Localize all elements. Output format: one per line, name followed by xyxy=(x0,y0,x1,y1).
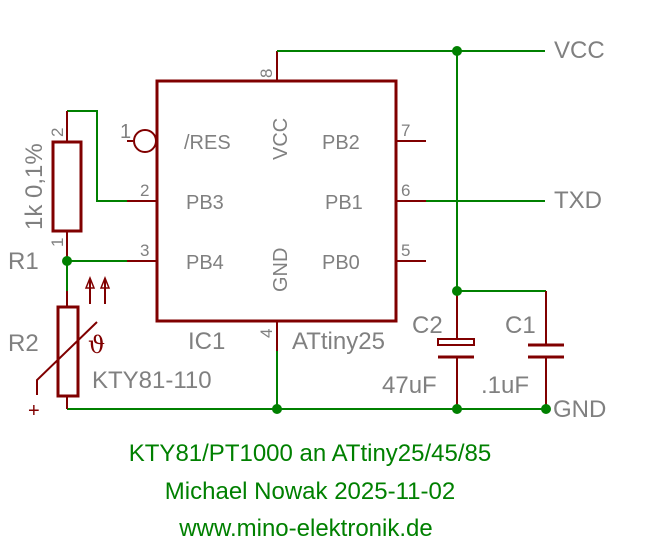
ic1-pin7-number: 7 xyxy=(401,121,410,140)
ic1-pin-name-vcc: VCC xyxy=(270,118,292,160)
footer-website[interactable]: www.mino-elektronik.de xyxy=(178,515,432,542)
r2-polarity-plus: + xyxy=(28,400,40,422)
net-label-vcc: VCC xyxy=(554,37,605,64)
r2-theta-icon: ϑ xyxy=(88,331,105,359)
c1-value: .1uF xyxy=(481,372,529,399)
r2-temperature-arrows-icon xyxy=(84,275,111,304)
junction-r1-r2 xyxy=(62,256,72,266)
ic1-pin-name-res: /RES xyxy=(184,132,231,154)
ic1-pin5-number: 5 xyxy=(401,241,410,260)
r1-value: 1k 0,1% xyxy=(21,143,48,230)
net-label-txd: TXD xyxy=(554,187,602,214)
ic1-pin-name-pb2: PB2 xyxy=(322,132,360,154)
ic1-pin6-number: 6 xyxy=(401,181,410,200)
ic1-pin3-number: 3 xyxy=(140,241,149,260)
ic1-value: ATtiny25 xyxy=(292,328,385,355)
ic1-pin-name-gnd: GND xyxy=(270,248,292,292)
r1-pin1-number: 1 xyxy=(48,238,67,247)
junction-vcc xyxy=(452,46,462,56)
ic1-pin4-number: 4 xyxy=(257,329,276,338)
ic1-pin-name-pb3: PB3 xyxy=(186,192,224,214)
ic1-pin1-number: 1 xyxy=(120,121,131,143)
junction-gnd-c1 xyxy=(541,404,551,414)
footer-author-date: Michael Nowak 2025-11-02 xyxy=(165,478,455,505)
c2-plate-positive[interactable] xyxy=(437,338,475,346)
ic1-name: IC1 xyxy=(188,328,225,355)
ic1-pin1-inversion-bubble xyxy=(133,129,157,153)
ic1-pin-name-pb4: PB4 xyxy=(186,252,224,274)
net-pb3-wire xyxy=(67,110,127,202)
r2-name: R2 xyxy=(8,330,39,357)
junction-gnd-c2 xyxy=(452,404,462,414)
c2-name: C2 xyxy=(412,312,443,339)
r1-pin2-number: 2 xyxy=(48,128,67,137)
footer-title: KTY81/PT1000 an ATtiny25/45/85 xyxy=(129,440,491,467)
ic1-pin-name-pb1: PB1 xyxy=(325,192,363,214)
r2-body[interactable] xyxy=(56,305,80,398)
c2-value: 47uF xyxy=(382,372,437,399)
r1-name: R1 xyxy=(8,248,39,275)
ic1-pin8-number: 8 xyxy=(257,69,276,78)
c1-name: C1 xyxy=(505,312,536,339)
r2-value: KTY81-110 xyxy=(92,367,212,394)
junction-vcc-caps xyxy=(452,286,462,296)
r1-body[interactable] xyxy=(51,140,83,233)
net-label-gnd: GND xyxy=(553,396,606,423)
ic1-pin2-number: 2 xyxy=(140,181,149,200)
ic1-pin-name-pb0: PB0 xyxy=(322,252,360,274)
junction-gnd-ic xyxy=(272,404,282,414)
